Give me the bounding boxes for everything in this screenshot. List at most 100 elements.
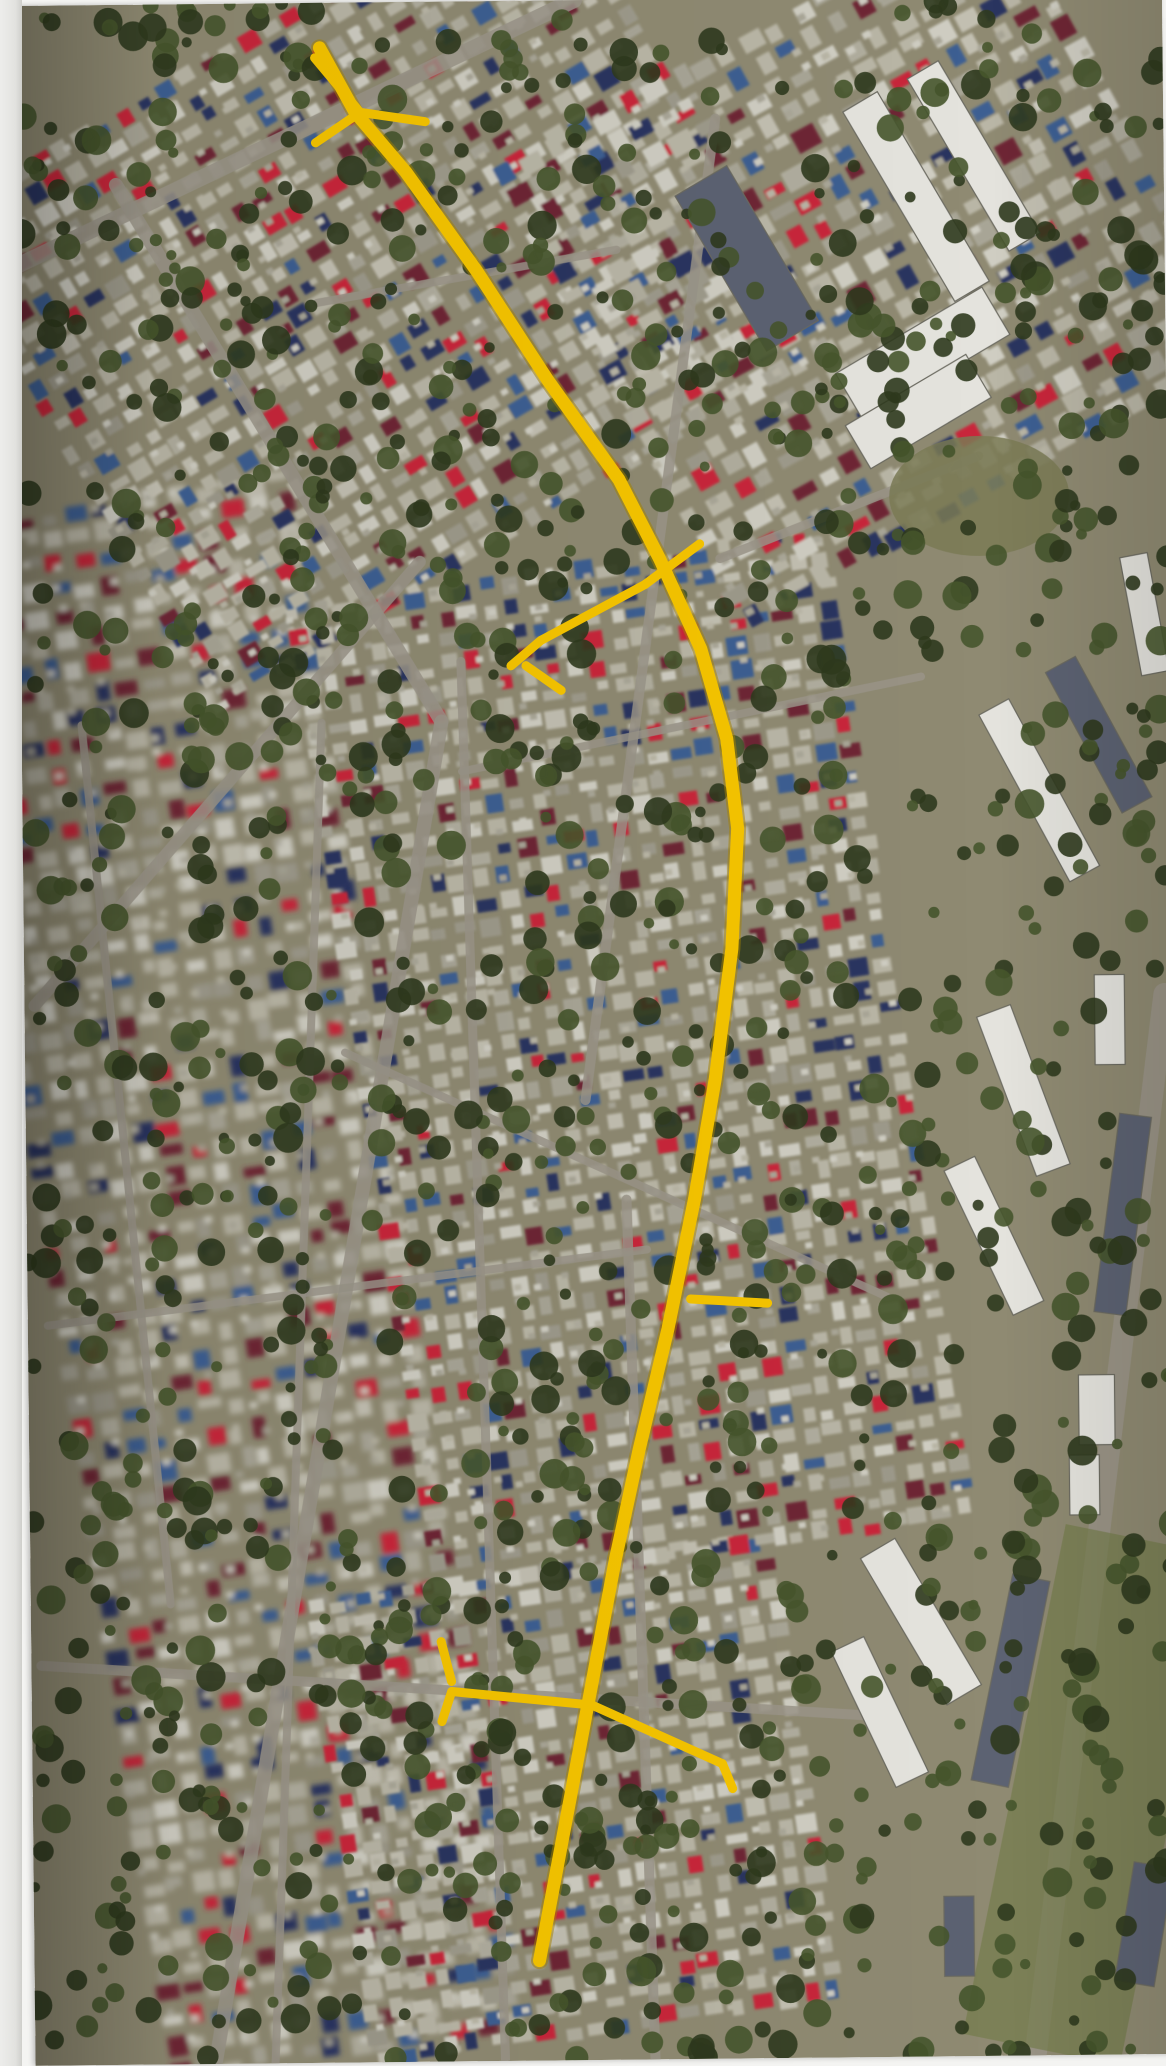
outbuilding-roof <box>337 1245 346 1253</box>
house-roof <box>327 1911 342 1928</box>
outbuilding-roof <box>157 1224 167 1232</box>
house-roof <box>752 1992 774 2010</box>
outbuilding-roof <box>757 973 766 981</box>
outbuilding-roof <box>419 620 428 628</box>
house-roof <box>548 1949 571 1972</box>
house-roof <box>698 1661 717 1682</box>
outbuilding-roof <box>800 1068 809 1076</box>
house-roof <box>428 1552 447 1573</box>
outbuilding-roof <box>726 1077 735 1085</box>
outbuilding-roof <box>234 1470 244 1479</box>
outbuilding-roof <box>391 927 400 935</box>
outbuilding-roof <box>653 769 662 777</box>
house-roof <box>398 1900 418 1922</box>
house-roof <box>804 1427 822 1445</box>
house-roof <box>323 1178 342 1193</box>
outbuilding-roof <box>809 1339 818 1347</box>
outbuilding-roof <box>470 806 479 814</box>
house-roof <box>329 1601 347 1615</box>
house-roof <box>282 1261 300 1278</box>
outbuilding-roof <box>448 1290 457 1298</box>
house-roof <box>508 797 525 810</box>
outbuilding-roof <box>303 860 313 869</box>
outbuilding-roof <box>462 1221 471 1229</box>
house-roof <box>55 1161 75 1180</box>
outbuilding-roof <box>701 1226 710 1234</box>
house-roof <box>24 766 48 785</box>
outbuilding-roof <box>119 1001 129 1009</box>
house-roof <box>524 1226 545 1246</box>
house-roof <box>247 997 270 1022</box>
house-roof <box>274 1392 295 1413</box>
outbuilding-roof <box>534 615 543 623</box>
outbuilding-roof <box>221 1008 230 1017</box>
house-roof <box>852 1303 872 1320</box>
house-roof <box>677 1789 694 1804</box>
house-roof <box>156 752 175 769</box>
house-roof <box>403 591 426 611</box>
outbuilding-roof <box>54 772 64 781</box>
house-roof <box>783 1452 801 1473</box>
outbuilding-roof <box>458 1368 467 1376</box>
outbuilding-roof <box>309 1736 319 1744</box>
house-roof <box>404 1198 418 1213</box>
house-roof <box>642 1523 667 1544</box>
outbuilding-roof <box>143 1544 152 1552</box>
outbuilding-roof <box>738 1176 747 1184</box>
outbuilding-roof <box>557 930 566 938</box>
outbuilding-roof <box>798 1521 807 1529</box>
outbuilding-roof <box>707 1639 716 1647</box>
house-roof <box>847 956 870 978</box>
house-roof <box>693 736 714 756</box>
house-roof <box>581 1990 598 2003</box>
outbuilding-roof <box>587 790 596 798</box>
house-roof <box>440 611 456 628</box>
outbuilding-roof <box>26 1095 35 1103</box>
outbuilding-roof <box>739 1683 748 1691</box>
house-roof <box>257 1390 271 1404</box>
outbuilding-roof <box>466 1291 475 1299</box>
outbuilding-roof <box>88 1163 97 1171</box>
house-roof <box>157 1822 183 1846</box>
outbuilding-roof <box>657 966 666 974</box>
outbuilding-roof <box>711 641 720 649</box>
outbuilding-roof <box>456 1938 465 1946</box>
house-roof <box>592 703 609 717</box>
outbuilding-roof <box>281 1530 291 1538</box>
outbuilding-roof <box>693 1902 702 1910</box>
outbuilding-roof <box>185 1847 194 1856</box>
outbuilding-roof <box>363 1926 372 1934</box>
house-roof <box>434 1116 451 1137</box>
outbuilding-roof <box>148 1330 157 1338</box>
house-roof <box>554 904 570 917</box>
outbuilding-roof <box>190 2014 199 2023</box>
house-roof <box>714 1897 731 1918</box>
house-roof <box>544 1004 560 1020</box>
outbuilding-roof <box>750 1608 759 1616</box>
house-roof <box>432 1072 450 1089</box>
outbuilding-roof <box>360 1387 369 1395</box>
house-roof <box>723 1263 745 1280</box>
house-roof <box>346 1139 364 1161</box>
house-roof <box>319 959 341 980</box>
outbuilding-roof <box>167 489 177 497</box>
outbuilding-roof <box>37 1138 46 1146</box>
house-roof <box>192 1348 212 1370</box>
house-roof <box>880 1465 897 1483</box>
outbuilding-roof <box>337 755 346 763</box>
house-roof <box>781 1474 796 1487</box>
house-roof <box>125 730 150 751</box>
outbuilding-roof <box>625 1573 634 1581</box>
house-roof <box>24 610 51 632</box>
outbuilding-roof <box>539 1741 548 1749</box>
outbuilding-roof <box>375 967 384 975</box>
house-roof <box>332 742 349 756</box>
house-roof <box>228 1428 243 1445</box>
house-roof <box>222 842 246 866</box>
house-roof <box>554 783 570 796</box>
house-roof <box>906 1462 925 1481</box>
outbuilding-roof <box>397 1130 406 1138</box>
outbuilding-roof <box>439 1410 448 1418</box>
outbuilding-roof <box>622 1897 631 1905</box>
house-roof <box>255 1019 273 1041</box>
